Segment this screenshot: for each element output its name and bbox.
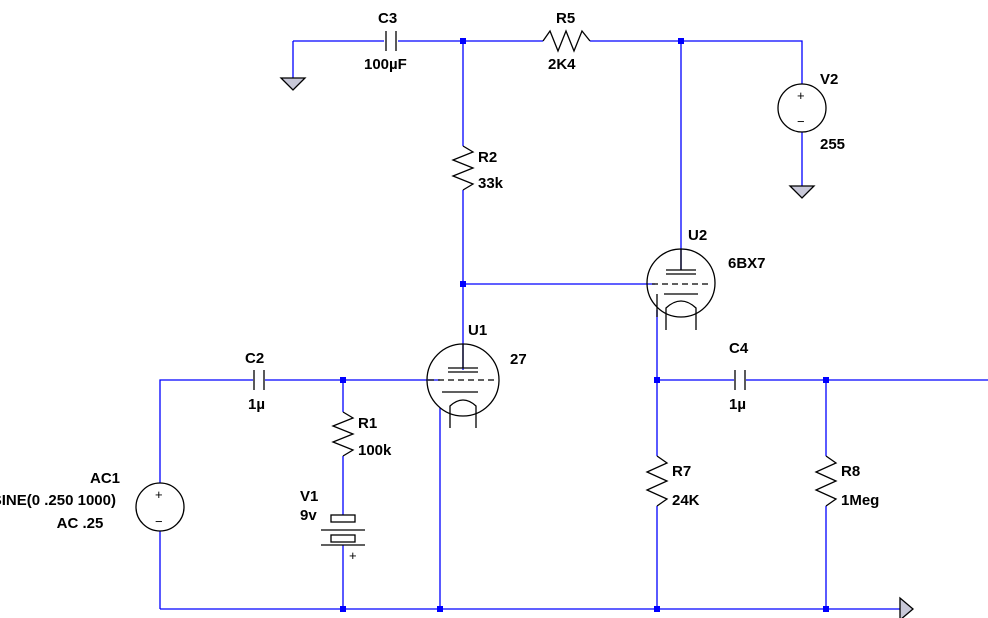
v1-value-label: 9v — [300, 507, 317, 524]
ground-symbol-c3 — [279, 77, 307, 91]
r2-ref-label: R2 — [478, 149, 497, 166]
u1-value-label: 27 — [510, 351, 527, 368]
resistor-r7[interactable] — [645, 455, 669, 507]
junction-node — [654, 606, 660, 612]
r8-value-label: 1Meg — [841, 492, 879, 509]
v2-value-label: 255 — [820, 136, 845, 153]
ac1-ac-label: AC .25 — [57, 515, 104, 532]
c3-value-label: 100µF — [364, 56, 407, 73]
junction-node — [460, 281, 466, 287]
c4-ref-label: C4 — [729, 340, 749, 357]
ground-symbol-v2 — [788, 185, 816, 199]
c4-value-label: 1µ — [729, 396, 746, 413]
junction-node — [340, 377, 346, 383]
battery-v1[interactable] — [321, 514, 365, 546]
v1-ref-label: V1 — [300, 488, 318, 505]
junction-node — [654, 377, 660, 383]
r7-ref-label: R7 — [672, 463, 691, 480]
resistor-r8[interactable] — [814, 455, 838, 507]
ac1-ref-label: AC1 — [90, 470, 120, 487]
capacitor-c4[interactable] — [734, 370, 746, 390]
resistor-r2[interactable] — [451, 145, 475, 191]
capacitor-c3[interactable] — [385, 31, 397, 51]
junction-node — [460, 38, 466, 44]
resistor-r5[interactable] — [542, 29, 591, 53]
ac1-plus-sign: + — [155, 487, 163, 502]
u2-ref-label: U2 — [688, 227, 707, 244]
junction-nodes — [340, 38, 829, 612]
c2-ref-label: C2 — [245, 350, 264, 367]
capacitor-c2[interactable] — [253, 370, 265, 390]
ac-source-ac1[interactable] — [135, 482, 185, 532]
c2-value-label: 1µ — [248, 396, 265, 413]
ac1-minus-sign: − — [155, 514, 163, 529]
u1-ref-label: U1 — [468, 322, 487, 339]
junction-node — [823, 606, 829, 612]
r1-value-label: 100k — [358, 442, 392, 459]
u2-value-label: 6BX7 — [728, 255, 766, 272]
resistor-r1[interactable] — [331, 411, 355, 457]
v2-ref-label: V2 — [820, 71, 838, 88]
junction-node — [823, 377, 829, 383]
ac1-value-label: SINE(0 .250 1000) — [0, 492, 116, 509]
junction-node — [437, 606, 443, 612]
junction-node — [340, 606, 346, 612]
v2-plus-sign: + — [797, 88, 805, 103]
vacuum-tube-u2[interactable] — [646, 248, 716, 330]
r5-value-label: 2K4 — [548, 56, 576, 73]
v1-plus-sign: + — [349, 548, 357, 563]
c3-ref-label: C3 — [378, 10, 397, 27]
vacuum-tube-u1[interactable] — [426, 343, 500, 428]
v2-minus-sign: − — [797, 114, 805, 129]
r5-ref-label: R5 — [556, 10, 575, 27]
r7-value-label: 24K — [672, 492, 700, 509]
wires — [159, 40, 988, 610]
voltage-source-v2[interactable] — [777, 83, 827, 133]
r1-ref-label: R1 — [358, 415, 377, 432]
junction-node — [678, 38, 684, 44]
r2-value-label: 33k — [478, 175, 504, 192]
r8-ref-label: R8 — [841, 463, 860, 480]
ground-symbol-output — [899, 596, 915, 618]
